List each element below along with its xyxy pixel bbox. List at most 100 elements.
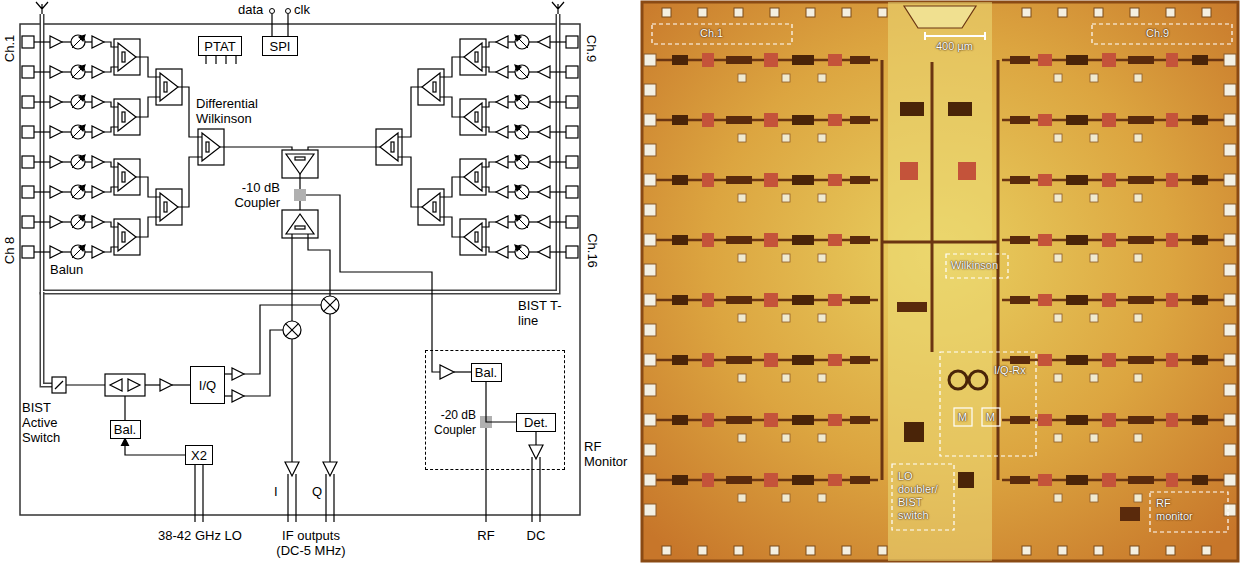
die-photo bbox=[904, 6, 976, 28]
photo-label: I/Q-Rx bbox=[994, 364, 1026, 377]
coupler-symbol bbox=[294, 189, 306, 201]
bond-pad bbox=[644, 144, 656, 156]
arrowhead-symbol bbox=[79, 125, 85, 131]
balun-pad bbox=[566, 96, 578, 108]
wire-line bbox=[460, 107, 486, 127]
die-structure bbox=[850, 476, 870, 484]
wire-line bbox=[85, 221, 92, 222]
bond-pad bbox=[1224, 504, 1236, 516]
connector bbox=[122, 439, 186, 456]
resistor-symbol bbox=[122, 52, 125, 62]
wire-line bbox=[124, 396, 125, 420]
wire-line bbox=[34, 71, 50, 72]
phase-shifter-symbol bbox=[71, 245, 85, 259]
wire-line bbox=[460, 167, 486, 187]
wire-line bbox=[508, 71, 515, 72]
die-structure bbox=[1166, 353, 1178, 367]
die-structure bbox=[1010, 356, 1030, 364]
wire-line bbox=[508, 161, 515, 162]
bond-pad bbox=[734, 546, 743, 555]
wire-line bbox=[486, 162, 496, 167]
wire-line bbox=[104, 222, 114, 227]
wilkinson-symbol bbox=[114, 219, 140, 255]
wilkinson-symbol bbox=[202, 133, 220, 161]
block-box: Bal. bbox=[110, 420, 141, 439]
die-structure bbox=[702, 113, 714, 127]
wilkinson-symbol bbox=[376, 129, 402, 165]
balun-pad bbox=[22, 126, 34, 138]
die-structure bbox=[1038, 354, 1052, 366]
die-structure bbox=[958, 472, 974, 488]
antenna-symbol bbox=[36, 2, 48, 14]
die-structure bbox=[782, 134, 790, 142]
die-structure bbox=[828, 474, 842, 486]
die-structure bbox=[1090, 254, 1098, 262]
die-structure bbox=[1102, 173, 1116, 187]
phase-shifter-symbol bbox=[516, 246, 528, 258]
group-heading: RF Monitor bbox=[584, 439, 636, 469]
die-structure bbox=[1192, 115, 1208, 125]
bond-pad bbox=[644, 54, 656, 66]
arrowhead-symbol bbox=[515, 215, 521, 221]
phase-shifter-symbol bbox=[71, 125, 85, 139]
arrowhead bbox=[122, 439, 129, 446]
wire-line bbox=[529, 71, 538, 72]
die-structure bbox=[764, 113, 778, 127]
wilkinson-symbol bbox=[198, 129, 224, 165]
bond-pad bbox=[644, 504, 656, 516]
amplifier-symbol bbox=[538, 96, 550, 108]
die-structure bbox=[782, 74, 790, 82]
die-structure bbox=[738, 434, 746, 442]
bond-pad bbox=[1224, 444, 1236, 456]
phase-shifter-symbol bbox=[71, 35, 85, 49]
die-structure bbox=[1128, 356, 1154, 364]
die-structure bbox=[818, 194, 826, 202]
arrowhead-symbol bbox=[515, 125, 521, 131]
die-structure bbox=[1066, 115, 1088, 125]
phase-shifter-symbol bbox=[72, 66, 84, 78]
die-structure bbox=[948, 102, 972, 116]
die-structure bbox=[764, 173, 778, 187]
die-structure bbox=[818, 314, 826, 322]
wire-line bbox=[62, 221, 71, 222]
bond-pad bbox=[1094, 8, 1103, 17]
wire-line bbox=[156, 197, 182, 217]
bond-pad bbox=[1130, 8, 1139, 17]
die-structure bbox=[672, 295, 688, 305]
wire-line bbox=[418, 197, 444, 217]
amplifier-symbol bbox=[232, 390, 244, 402]
connector bbox=[486, 382, 516, 423]
die-structure bbox=[1134, 74, 1142, 82]
resistor-symbol bbox=[391, 142, 394, 152]
wilkinson-symbol bbox=[286, 214, 314, 234]
bond-pad bbox=[644, 444, 656, 456]
mixer-symbol bbox=[324, 299, 337, 312]
mixer-symbol bbox=[283, 321, 301, 339]
die-structure bbox=[1010, 116, 1030, 124]
photo-label: Ch.1 bbox=[700, 27, 723, 40]
arrowhead-symbol bbox=[515, 35, 521, 41]
die-structure bbox=[1134, 254, 1142, 262]
wire-line bbox=[225, 395, 232, 396]
block-box: Det. bbox=[516, 413, 556, 432]
phase-shifter-symbol bbox=[71, 95, 85, 109]
bond-pad bbox=[1224, 294, 1236, 306]
antenna-symbol bbox=[552, 2, 564, 14]
wire-line bbox=[104, 42, 114, 47]
die-structure bbox=[1038, 294, 1052, 306]
wire-line bbox=[85, 191, 92, 192]
wilkinson-symbol bbox=[282, 210, 318, 238]
wire-line bbox=[444, 97, 460, 117]
wire-line bbox=[529, 101, 538, 102]
die-structure bbox=[1102, 293, 1116, 307]
block-label: SPI bbox=[270, 39, 291, 54]
wire-line bbox=[272, 14, 288, 36]
amplifier-symbol bbox=[50, 186, 62, 198]
die-structure bbox=[818, 134, 826, 142]
resistor-symbol bbox=[433, 202, 436, 212]
die-structure bbox=[672, 115, 688, 125]
arrowhead-symbol bbox=[79, 245, 85, 251]
phase-shifter-symbol bbox=[72, 246, 84, 258]
die-structure bbox=[726, 176, 752, 184]
bond-pad bbox=[1202, 8, 1211, 17]
